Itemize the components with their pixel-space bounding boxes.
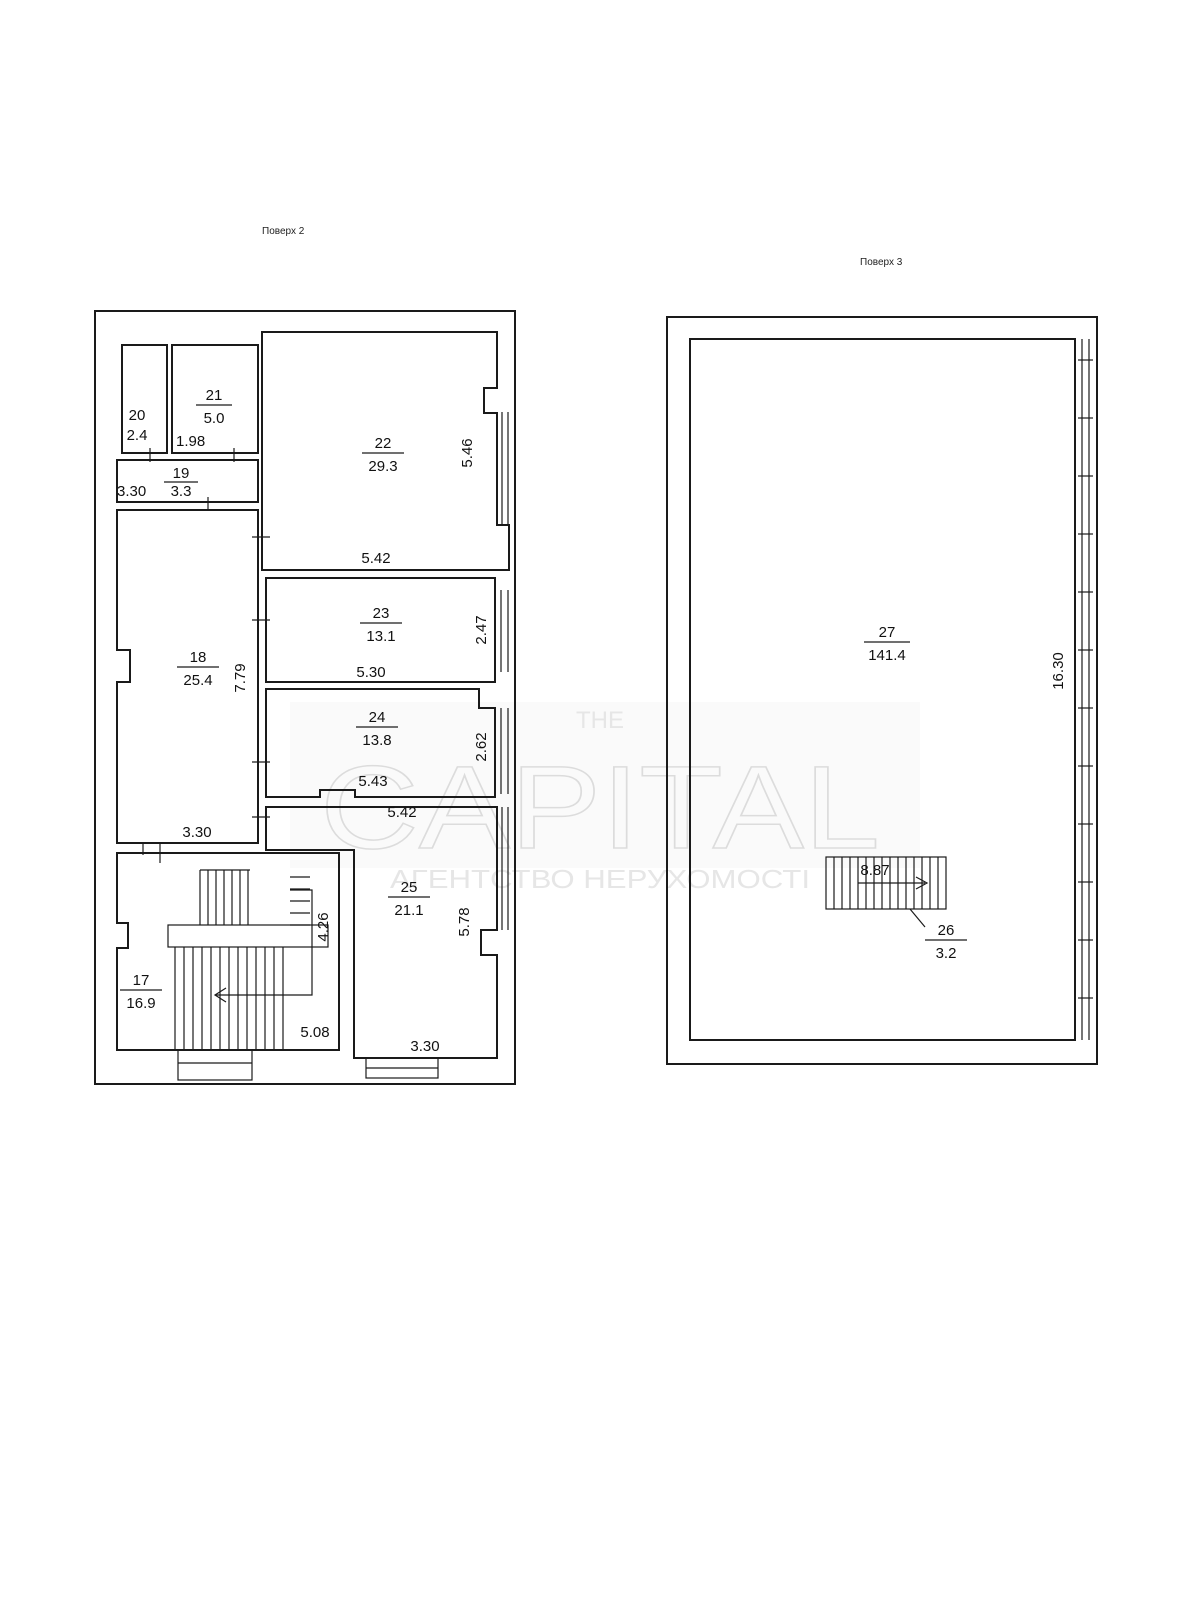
room-21-number: 21 [206,387,223,404]
dimension-label: 2.62 [473,732,490,761]
dimension-label: 5.42 [361,550,390,567]
room-19-number: 19 [173,465,190,482]
room-24-number: 24 [369,709,386,726]
dimension-label: 5.42 [387,804,416,821]
leader-line [909,908,926,928]
stair-arrowhead [915,876,929,890]
room-17-outline [116,852,340,1051]
dimension-label: 1.98 [176,433,205,450]
floor-2-outer-wall [94,310,516,1085]
dimension-label: 7.79 [232,663,249,692]
floor-3-outer-wall [666,316,1098,1065]
room-26-number: 26 [938,922,955,939]
dimension-label: 4.26 [315,912,332,941]
room-19-area: 3.3 [171,483,192,500]
dimension-label: 5.78 [456,907,473,936]
watermark-line3: АГЕНТСТВО НЕРУХОМОСТІ [390,864,810,894]
stair-3-outline [825,856,947,910]
room-23-area: 13.1 [366,628,395,645]
staircase-floor-2 [174,869,310,1050]
room-24-outline [265,688,496,798]
dimension-label: 5.30 [356,664,385,681]
room-25-outline [265,806,498,1059]
floor-2-title: Поверх 2 [262,226,305,237]
room-23-outline [265,577,496,683]
room-20-outline [121,344,168,454]
room-17-number: 17 [133,972,150,989]
entrance-step [177,1049,253,1081]
room-22-number: 22 [375,435,392,452]
room-19-outline [116,459,259,503]
room-22-outline [261,331,510,571]
watermark: THE CAPITAL АГЕНТСТВО НЕРУХОМОСТІ [290,702,920,894]
dimension-label: 5.43 [358,773,387,790]
room-24-area: 13.8 [362,732,391,749]
room-27-outline [689,338,1076,1041]
room-25-area: 21.1 [394,902,423,919]
room-27-dimension-side: 16.30 [1050,652,1067,690]
watermark-line1: THE [576,707,624,734]
stair-landing [167,924,329,948]
dimension-label: 5.08 [300,1024,329,1041]
room-17-area: 16.9 [126,995,155,1012]
dimension-label: 3.30 [117,483,146,500]
floor-2-plan: Поверх 2 [94,226,516,1085]
dimension-label: 5.46 [459,438,476,467]
stair-direction-arrow [215,889,313,996]
floor-3-title: Поверх 3 [860,257,903,268]
room-27-number: 27 [879,624,896,641]
floor-3-plan: Поверх 3 8.87 27 141.4 16.30 26 3.2 [666,257,1098,1065]
room-27-dimension-top: 8.87 [860,862,889,879]
room-18-area: 25.4 [183,672,212,689]
watermark-backdrop [290,702,920,868]
dimension-label: 2.47 [473,615,490,644]
dimension-label: 3.30 [182,824,211,841]
room-18-number: 18 [190,649,207,666]
room-26-area: 3.2 [936,945,957,962]
room-18-outline [116,509,259,844]
room-21-area: 5.0 [204,410,225,427]
room-20-number: 20 [129,407,146,424]
room-22-area: 29.3 [368,458,397,475]
room-23-number: 23 [373,605,390,622]
stair-arrowhead [213,987,227,1003]
room-20-area: 2.4 [127,427,148,444]
room-25-number: 25 [401,879,418,896]
room-27-area: 141.4 [868,647,906,664]
dimension-label: 3.30 [410,1038,439,1055]
room-21-outline [171,344,259,454]
window-mullions [1078,359,1093,999]
